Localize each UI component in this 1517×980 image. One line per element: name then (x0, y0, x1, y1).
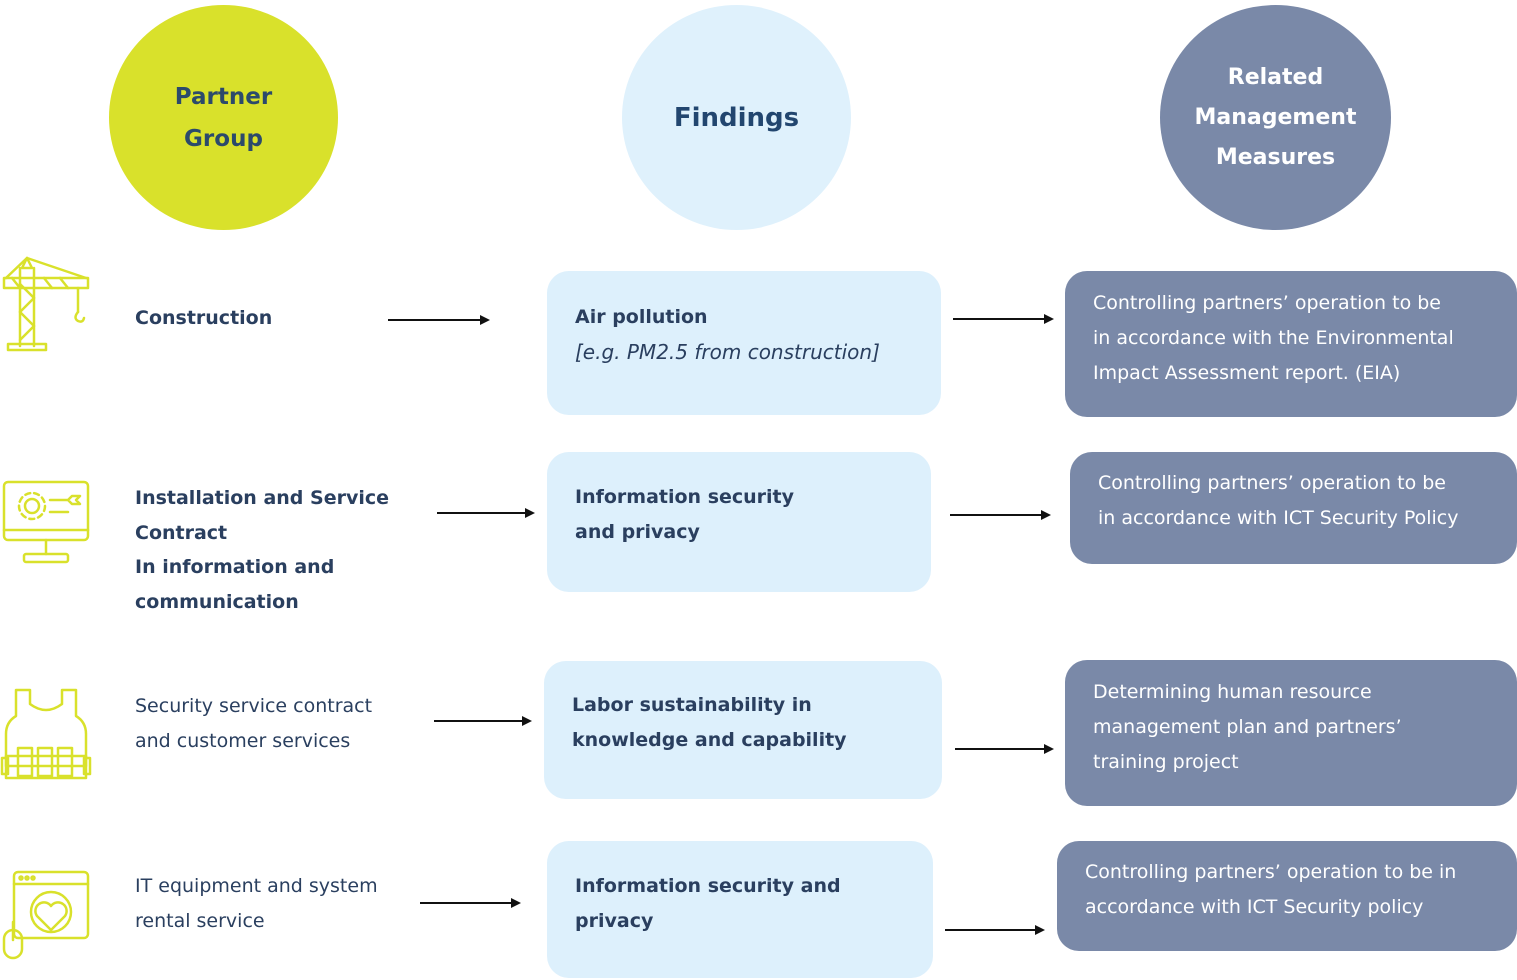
arrow-right-icon (420, 896, 521, 910)
partner-line: Contract (135, 521, 228, 544)
measure-box-ict-policy-2: Controlling partners’ operation to be in… (1057, 841, 1517, 951)
measure-line: Determining human resource (1093, 681, 1372, 703)
measure-line: in accordance with the Environmental (1093, 327, 1454, 349)
partner-group-title-line-2: Group (184, 125, 263, 152)
measures-title-line-1: Related (1227, 64, 1324, 90)
partner-line: IT equipment and system (135, 875, 378, 897)
finding-box-info-security: Information security and privacy (547, 452, 931, 592)
finding-box-air-pollution: Air pollution [e.g. PM2.5 from construct… (547, 271, 941, 415)
measure-line: Impact Assessment report. (EIA) (1093, 362, 1401, 384)
partner-line: Security service contract (135, 695, 373, 717)
finding-line: Air pollution (575, 306, 708, 328)
finding-box-labor: Labor sustainability in knowledge and ca… (544, 661, 942, 799)
measures-title-line-3: Measures (1215, 144, 1336, 170)
finding-line: Labor sustainability in (572, 694, 812, 716)
partner-line: Construction (135, 307, 273, 329)
partner-label-construction: Construction (135, 301, 272, 336)
partner-line: communication (135, 590, 299, 613)
measure-box-hr-plan: Determining human resource management pl… (1065, 660, 1517, 806)
findings-title: Findings (673, 102, 800, 133)
measure-line: Controlling partners’ operation to be in (1085, 861, 1457, 883)
measure-line: Controlling partners’ operation to be (1093, 292, 1441, 314)
security-vest-icon (0, 686, 92, 786)
finding-box-info-security-2: Information security and privacy (547, 841, 933, 978)
partner-line: rental service (135, 909, 265, 932)
arrow-right-icon (955, 742, 1054, 756)
partner-line: and customer services (135, 729, 351, 752)
measure-box-eia: Controlling partners’ operation to be in… (1065, 271, 1517, 417)
arrow-right-icon (388, 313, 490, 327)
finding-line: knowledge and capability (572, 729, 847, 751)
finding-line: and privacy (575, 521, 700, 543)
partner-group-circle: Partner Group (109, 5, 338, 230)
measures-circle: Related Management Measures (1160, 5, 1391, 230)
partner-label-it-rental: IT equipment and system rental service (135, 869, 378, 938)
arrow-right-icon (434, 714, 532, 728)
measure-line: in accordance with ICT Security Policy (1098, 507, 1459, 529)
finding-line: Information security and (575, 875, 841, 897)
monitor-gear-icon (0, 470, 92, 570)
measures-title-line-2: Management (1194, 104, 1357, 130)
arrow-right-icon (950, 508, 1051, 522)
partner-group-title-line-1: Partner (174, 83, 273, 110)
measure-line: accordance with ICT Security policy (1085, 896, 1424, 918)
arrow-right-icon (953, 312, 1054, 326)
measure-box-ict-policy: Controlling partners’ operation to be in… (1070, 452, 1517, 564)
finding-line: Information security (575, 486, 795, 508)
browser-heart-icon (0, 866, 92, 966)
partner-line: In information and (135, 556, 335, 578)
arrow-right-icon (945, 923, 1045, 937)
finding-sub: [e.g. PM2.5 from construction] (575, 340, 880, 364)
measure-line: management plan and partners’ (1093, 716, 1402, 738)
arrow-right-icon (437, 506, 535, 520)
partner-line: Installation and Service (135, 487, 389, 509)
crane-icon (0, 256, 92, 356)
measure-line: Controlling partners’ operation to be (1098, 472, 1446, 494)
partner-label-security-service: Security service contract and customer s… (135, 689, 372, 758)
findings-circle: Findings (622, 5, 851, 230)
finding-line: privacy (575, 910, 654, 932)
partner-label-installation: Installation and Service Contract In inf… (135, 481, 389, 619)
measure-line: training project (1093, 751, 1239, 773)
